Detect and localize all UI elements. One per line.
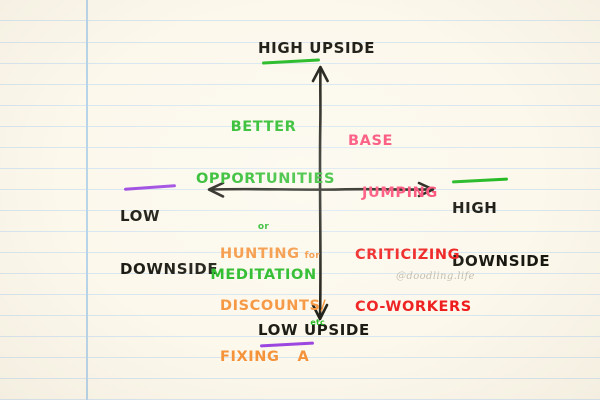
bl-line-1: HUNTING — [220, 246, 300, 263]
quadrant-top-right-text: BASE JUMPING — [348, 99, 438, 236]
bl-line-1-group: HUNTING FOR — [220, 246, 337, 263]
axis-label-high-downside: HIGH DOWNSIDE — [452, 165, 550, 307]
tl-line-1: BETTER — [230, 119, 297, 136]
axis-label-low-downside: LOW DOWNSIDE — [120, 173, 218, 315]
tl-connector: or — [257, 221, 270, 232]
axis-label-high-upside: HIGH UPSIDE — [258, 39, 376, 57]
low-downside-line-2: DOWNSIDE — [120, 260, 219, 279]
high-downside-line-2: DOWNSIDE — [452, 252, 551, 271]
bl-line-3-group: FIXING A — [220, 349, 337, 366]
tr-line-1: BASE — [348, 133, 394, 150]
axis-label-low-upside: LOW UPSIDE — [258, 321, 370, 339]
paper-margin-line — [86, 0, 88, 400]
br-line-2: CO-WORKERS — [355, 298, 472, 315]
low-downside-line-1: LOW — [120, 207, 161, 226]
bl-line-1-for: FOR — [304, 251, 321, 262]
quadrant-top-left-text: BETTER OPPORTUNITIES or MEDITATION etc — [196, 85, 336, 362]
tl-line-2: OPPORTUNITIES — [196, 170, 336, 187]
watermark-signature: @doodling.life — [396, 271, 475, 282]
bl-line-3: FIXING — [220, 348, 280, 365]
high-downside-line-1: HIGH — [452, 199, 498, 218]
quadrant-bottom-right-text: CRITICIZING CO-WORKERS — [355, 213, 472, 350]
br-line-1: CRITICIZING — [355, 247, 461, 264]
tl-suffix: etc — [310, 318, 325, 328]
bl-line-2: DISCOUNTS/ — [220, 297, 327, 314]
tl-line-3: MEDITATION — [210, 266, 317, 283]
bl-line-3-a: A — [297, 348, 310, 365]
tr-line-2: JUMPING — [362, 184, 438, 201]
